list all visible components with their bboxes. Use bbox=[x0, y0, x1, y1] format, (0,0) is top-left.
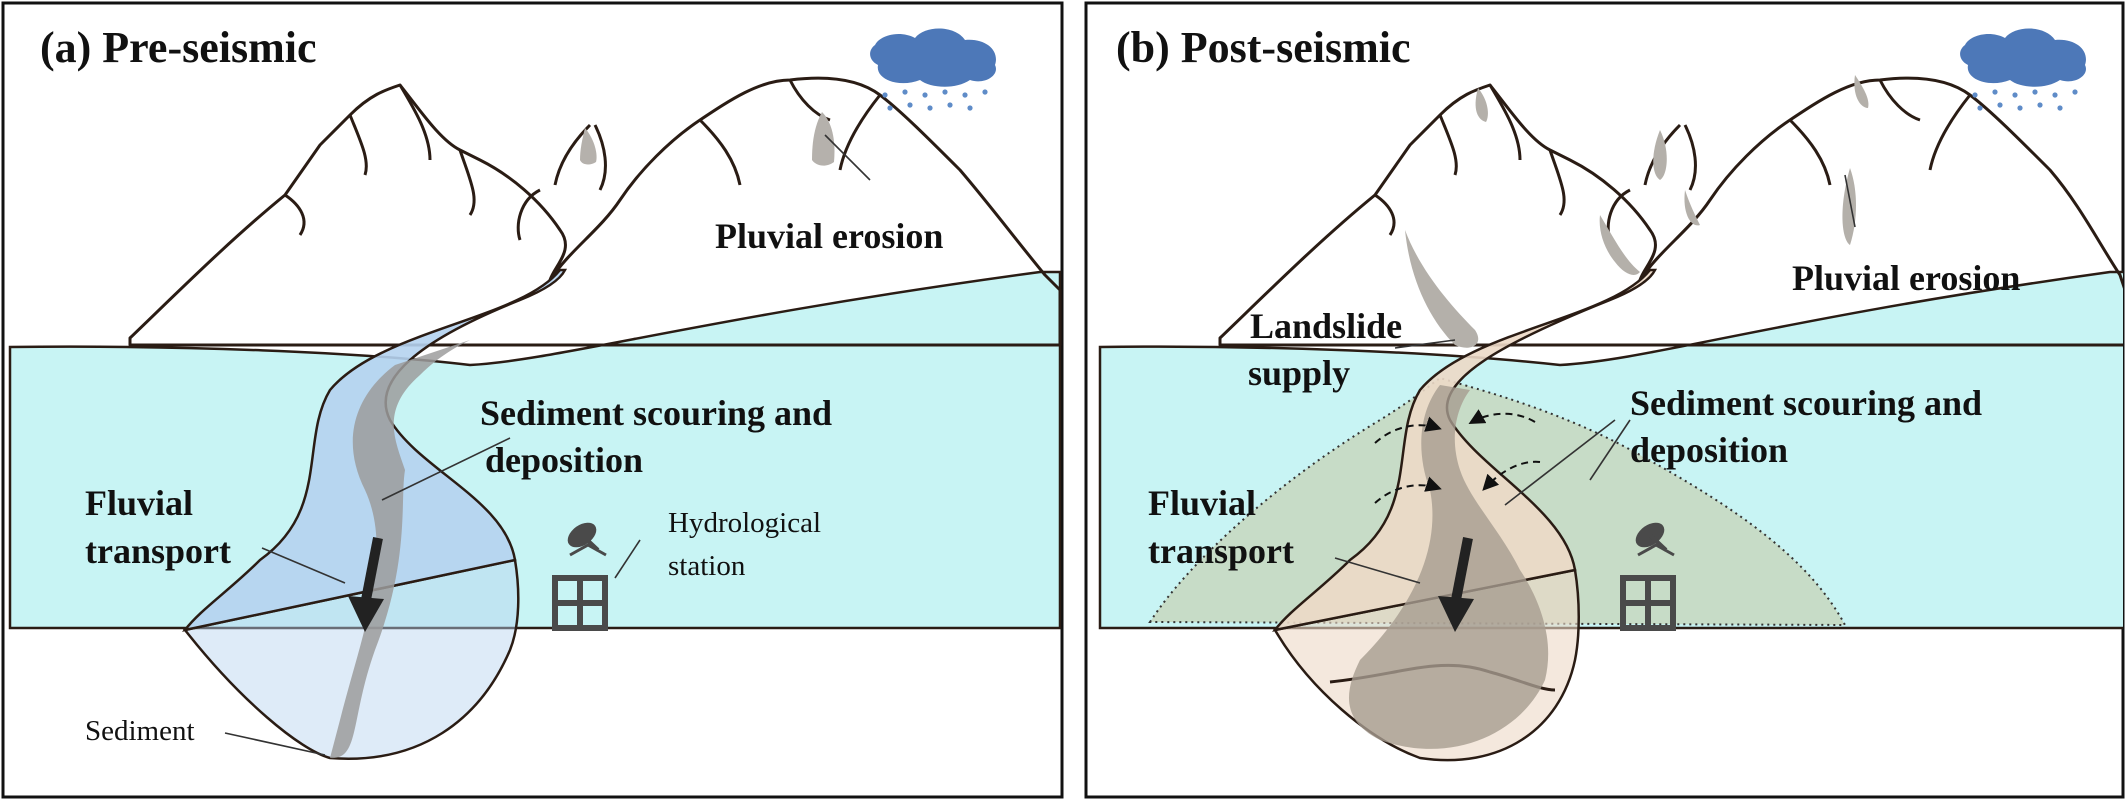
exchange-arrows bbox=[1374, 409, 1541, 504]
leader-sediment bbox=[224, 732, 326, 756]
panel-post-seismic: (b) Post-seismic Pluvial erosion Landsli… bbox=[1084, 1, 2125, 799]
flow-arrow-icon bbox=[1438, 537, 1474, 632]
erosion-gully-2 bbox=[812, 112, 835, 166]
rain-cloud-icon bbox=[1960, 28, 2086, 111]
leader-scouring bbox=[381, 437, 511, 501]
label-landslide-line1: Landslide bbox=[1250, 306, 1402, 346]
label-fluvial-line2: transport bbox=[1148, 531, 1294, 571]
rain-cloud-icon bbox=[870, 28, 996, 111]
leader-pluvial bbox=[824, 134, 871, 181]
label-scouring-line1: Sediment scouring and bbox=[1630, 383, 1982, 423]
label-fluvial-line1: Fluvial bbox=[85, 483, 193, 523]
sediment-core bbox=[330, 340, 470, 759]
label-landslide-line2: supply bbox=[1248, 353, 1350, 393]
label-sediment: Sediment bbox=[85, 715, 195, 747]
leader-scouring-2 bbox=[1589, 419, 1631, 481]
leader-fluvial bbox=[261, 547, 346, 584]
label-scouring-line1: Sediment scouring and bbox=[480, 393, 832, 433]
label-pluvial-erosion: Pluvial erosion bbox=[1792, 258, 2020, 298]
label-station-line2: station bbox=[668, 550, 746, 582]
station-building-icon bbox=[1620, 575, 1676, 631]
panel-b-title: (b) Post-seismic bbox=[1116, 23, 1411, 72]
landslide-scars bbox=[1405, 75, 1869, 348]
sediment-core bbox=[1348, 385, 1549, 749]
mountains bbox=[1218, 76, 2123, 347]
leader-pluvial bbox=[1844, 174, 1856, 228]
label-pluvial-erosion: Pluvial erosion bbox=[715, 216, 943, 256]
flow-arrow-icon bbox=[348, 537, 384, 632]
label-station-line1: Hydrological bbox=[668, 507, 821, 539]
sediment-basin bbox=[182, 558, 520, 760]
erosion-gully-1 bbox=[580, 128, 597, 165]
label-scouring-line2: deposition bbox=[1630, 430, 1788, 470]
label-fluvial-line1: Fluvial bbox=[1148, 483, 1256, 523]
water-body bbox=[8, 270, 1062, 630]
label-scouring-line2: deposition bbox=[485, 440, 643, 480]
panel-pre-seismic: (a) Pre-seismic Pluvial erosion Sediment… bbox=[1, 1, 1064, 799]
station-building-icon bbox=[552, 575, 608, 631]
leader-station bbox=[614, 539, 641, 579]
leader-fluvial bbox=[1334, 557, 1421, 584]
satellite-dish-icon bbox=[1635, 522, 1675, 557]
mountains bbox=[128, 76, 1062, 347]
leader-scouring-1 bbox=[1504, 419, 1616, 506]
leader-landslide bbox=[1394, 339, 1456, 349]
panel-a-title: (a) Pre-seismic bbox=[40, 23, 317, 72]
label-fluvial-line2: transport bbox=[85, 531, 231, 571]
satellite-dish-icon bbox=[567, 522, 607, 557]
river-channel bbox=[1272, 268, 1658, 632]
